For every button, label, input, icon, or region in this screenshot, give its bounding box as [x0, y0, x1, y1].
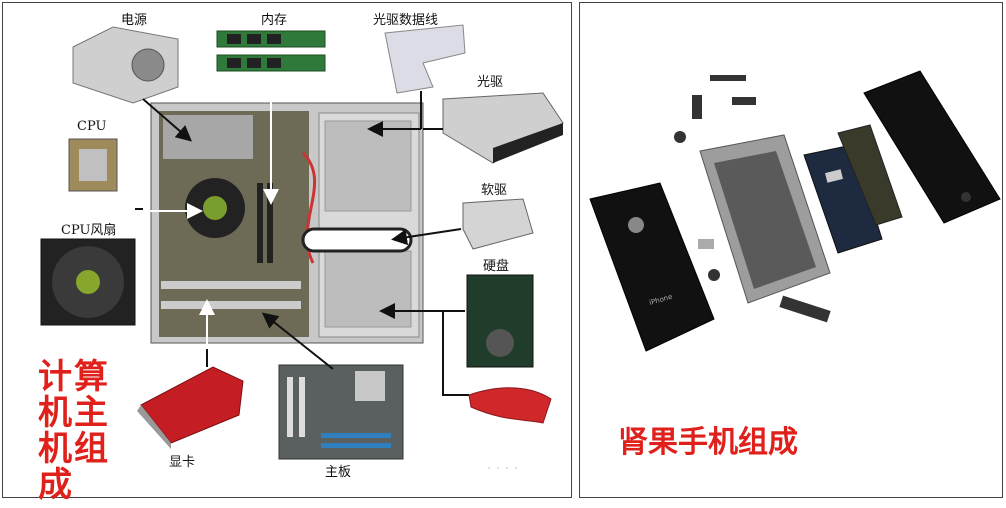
title-column-1: 计 机 机 成 [37, 359, 73, 503]
motherboard-image [279, 365, 403, 459]
label-gpu: 显卡 [169, 451, 195, 470]
sata-cable-image [469, 388, 551, 423]
cpu-image [69, 139, 117, 191]
label-motherboard: 主板 [325, 461, 351, 480]
phone-parts-panel: iPhone 肾果手机组成 [579, 2, 1003, 498]
cpu-fan-image [41, 239, 135, 325]
ram-image [217, 31, 325, 71]
title-char: 计 [37, 359, 73, 395]
optical-drive-image [443, 93, 563, 163]
computer-parts-panel: · · · · 电源 内存 光驱数据线 光驱 CPU CPU风扇 软驱 硬盘 显… [2, 2, 572, 498]
label-psu: 电源 [121, 9, 147, 28]
title-char: 机 [37, 431, 73, 467]
psu-image [73, 27, 178, 103]
title-char: 机 [37, 395, 73, 431]
label-hdd: 硬盘 [483, 255, 509, 274]
label-optical-drive: 光驱 [477, 71, 503, 90]
label-cpu: CPU [77, 119, 106, 134]
phone-parts-title: 肾果手机组成 [618, 417, 798, 461]
optical-cable-image [385, 25, 465, 93]
title-char: 组 [73, 431, 109, 467]
hdd-image [467, 275, 533, 367]
title-char: 算 [73, 359, 109, 395]
label-ram: 内存 [261, 9, 287, 28]
title-column-2: 算 主 组 [73, 359, 109, 467]
title-char: 成 [37, 467, 73, 503]
apple-logo-icon [628, 217, 644, 233]
floppy-image [463, 199, 533, 249]
title-char: 主 [73, 395, 109, 431]
label-cpu-fan: CPU风扇 [61, 219, 116, 238]
computer-case [151, 103, 423, 343]
label-floppy: 软驱 [481, 179, 507, 198]
label-optical-cable: 光驱数据线 [373, 9, 438, 28]
phone-back-cover: iPhone [590, 183, 714, 351]
gpu-image [137, 367, 243, 449]
watermark: · · · · [487, 461, 518, 477]
